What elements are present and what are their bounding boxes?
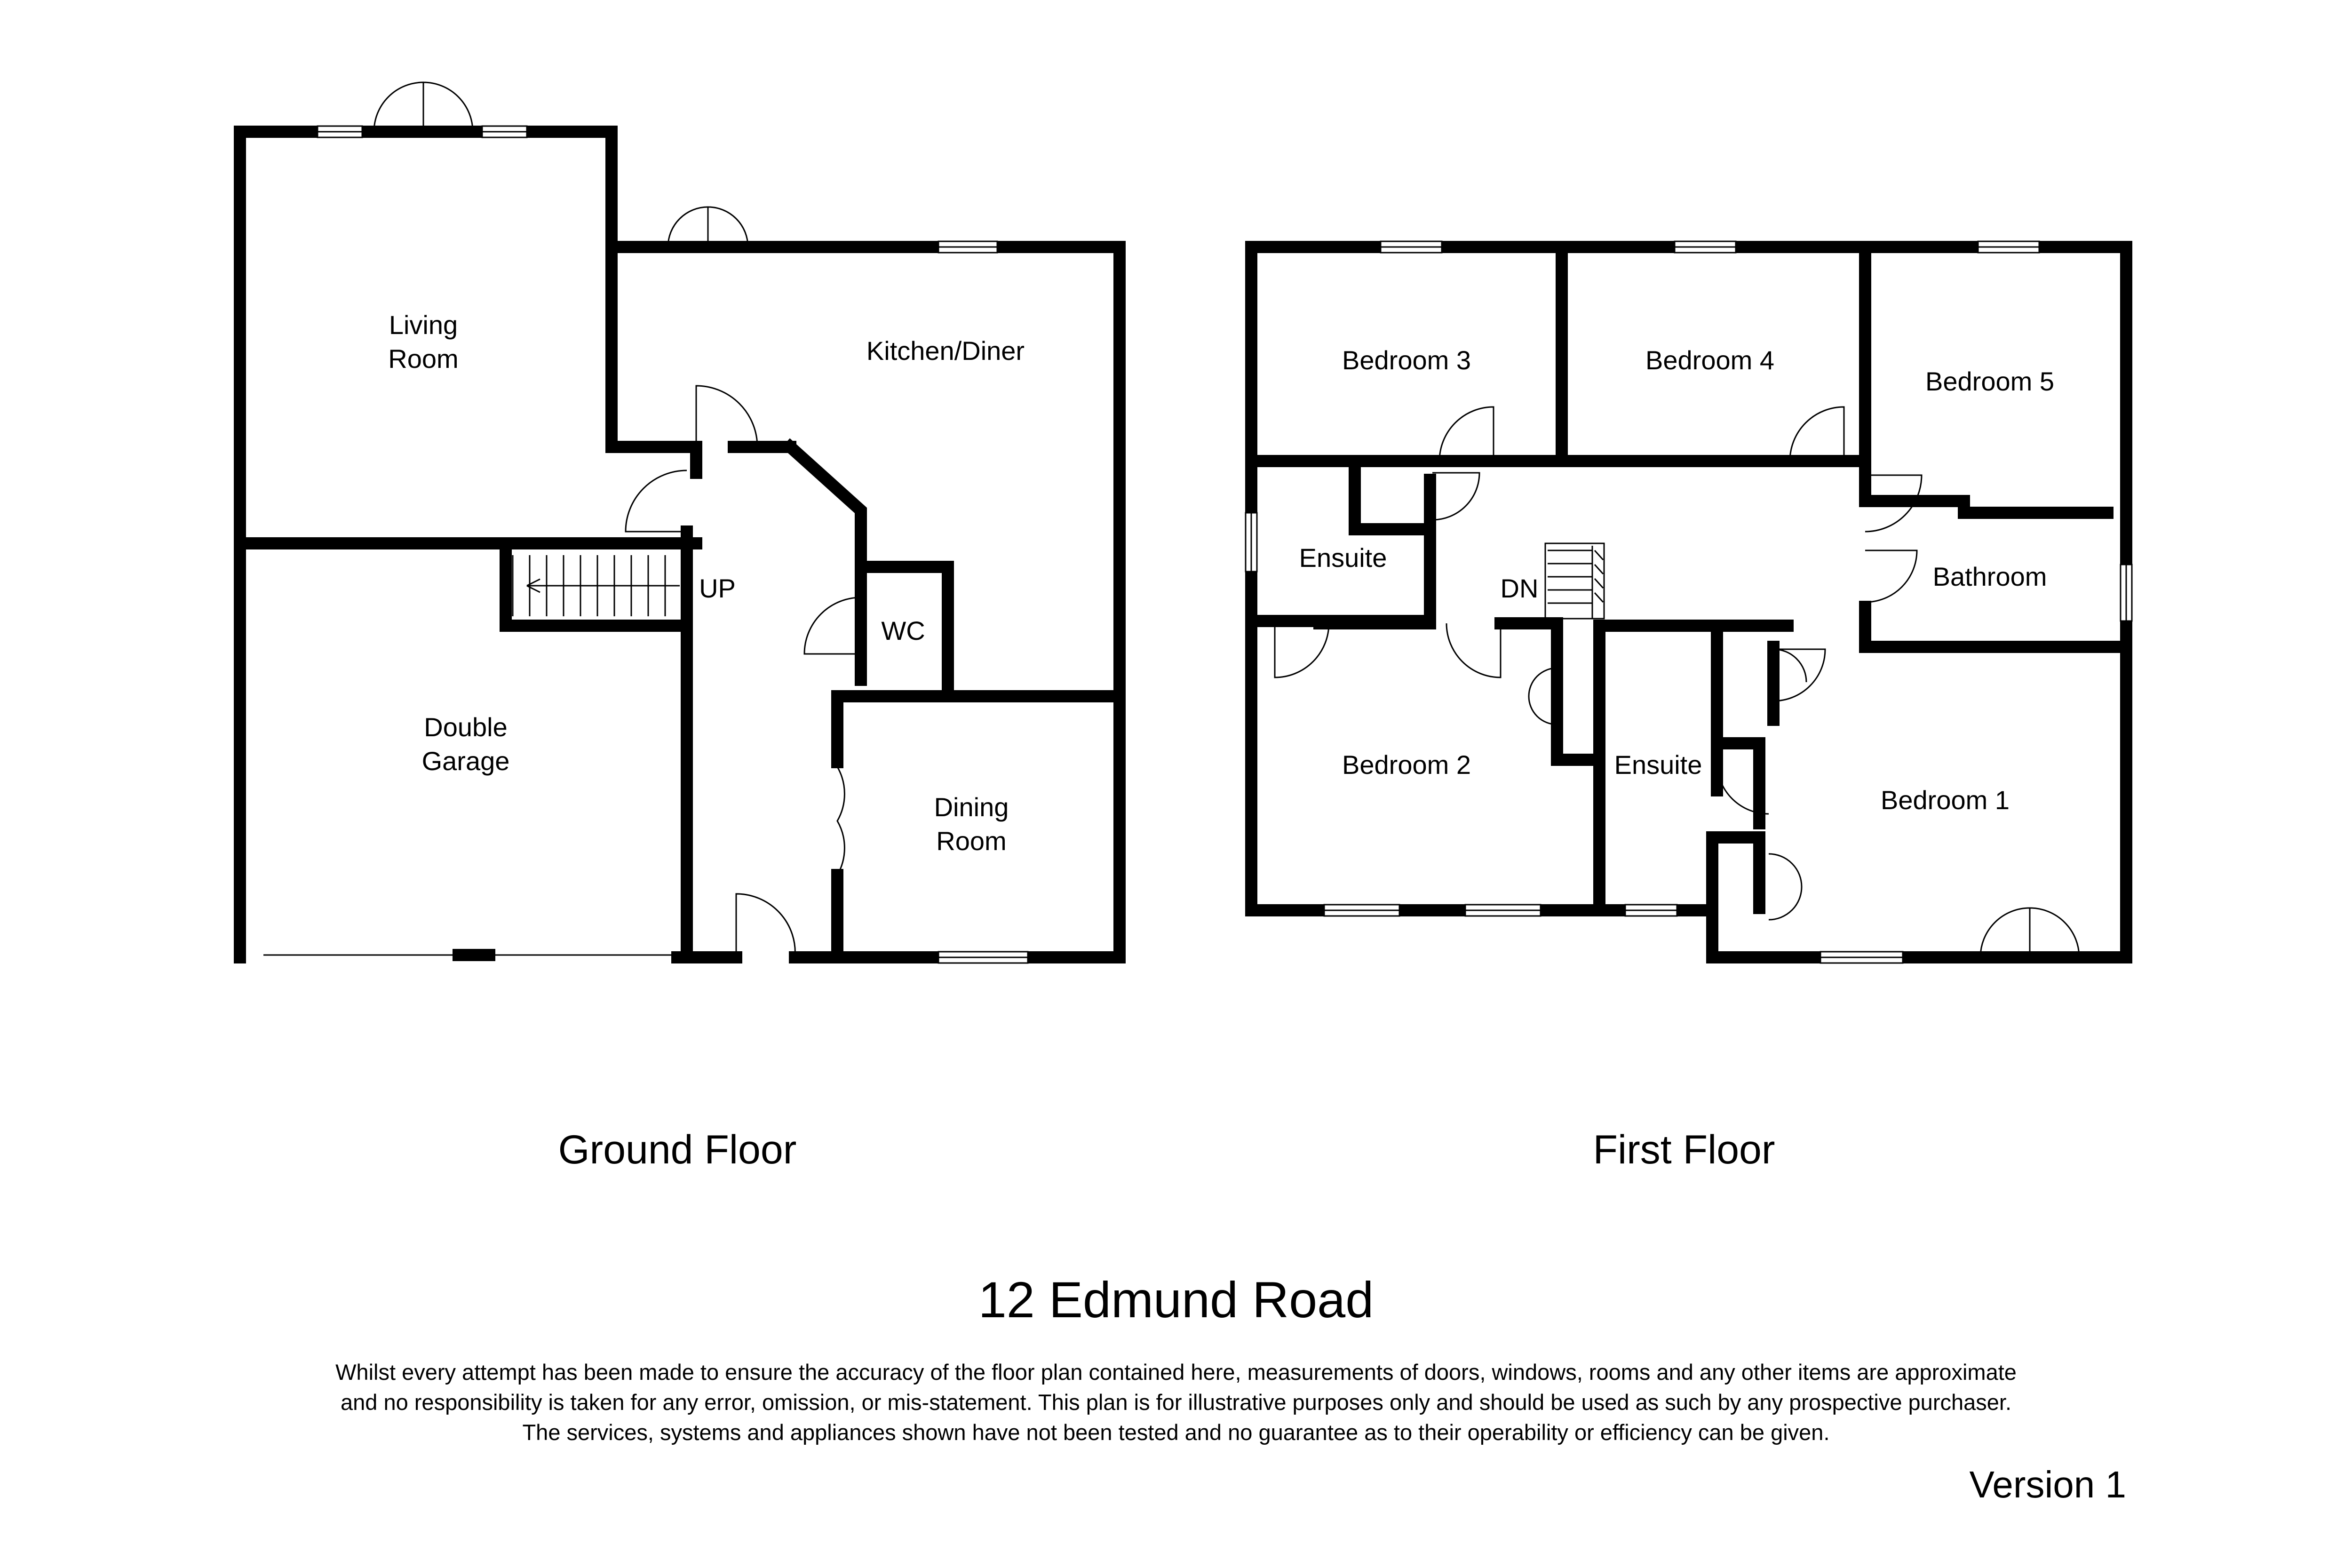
walls: [234, 126, 2132, 963]
version-label: Version 1: [1969, 1464, 2126, 1505]
ensuite-cupboard: [1349, 460, 1436, 535]
kitchen-french-doors: [667, 206, 749, 247]
first-stairs-label: DN: [1501, 573, 1539, 603]
bedroom2-door: [1446, 623, 1502, 678]
kitchen-door: [695, 385, 758, 447]
disclaimer-line-2: and no responsibility is taken for any e…: [340, 1390, 2012, 1415]
ensuite-left-label: Ensuite: [1299, 543, 1387, 573]
bedroom1-wardrobe-doors: [1768, 853, 1803, 921]
wc-walls: [831, 561, 954, 768]
bedroom1-door: [1773, 648, 1826, 702]
bedroom-2-label: Bedroom 2: [1342, 750, 1471, 780]
ensuite-right-label: Ensuite: [1614, 750, 1702, 780]
kitchen-diner-label: Kitchen/Diner: [866, 336, 1025, 366]
ensuite-cupboard-door: [1432, 472, 1480, 521]
bedroom3-door: [1438, 406, 1494, 462]
bedroom-3-label: Bedroom 3: [1342, 345, 1471, 375]
bedroom-5-label: Bedroom 5: [1925, 366, 2054, 396]
ensuite-right-door: [1716, 762, 1769, 815]
wc-door: [803, 597, 861, 655]
bathroom-label: Bathroom: [1933, 562, 2047, 591]
first-stair-box: [1544, 542, 1605, 620]
ensuite-bedroom1-step: [1706, 831, 1765, 916]
ensuite-right-east-wall: [1711, 620, 1765, 749]
bedroom1-cupboard-door: [1773, 648, 1807, 683]
bedroom5-south-wall: [1859, 495, 2114, 519]
living-french-doors: [373, 81, 474, 132]
bathroom-south-wall: [1859, 601, 2132, 653]
dining-double-door: [836, 766, 845, 876]
property-address: 12 Edmund Road: [978, 1271, 1374, 1328]
front-door: [735, 893, 796, 958]
disclaimer-line-1: Whilst every attempt has been made to en…: [335, 1360, 2017, 1385]
bedroom2-wardrobe-doors: [1528, 667, 1557, 725]
bedroom5-door: [1865, 474, 1923, 533]
stair-enclosure: [500, 544, 693, 632]
ground-stairs-label: UP: [699, 573, 736, 603]
bedroom4-door: [1789, 406, 1845, 462]
fixtures: [263, 81, 2080, 958]
landing-south-wall: [1494, 617, 1794, 766]
bedroom-1-label: Bedroom 1: [1881, 785, 2010, 815]
living-door: [625, 470, 687, 533]
disclaimer-line-3: The services, systems and appliances sho…: [522, 1420, 1830, 1445]
kitchen-angled-wall: [781, 438, 867, 686]
disclaimer: Whilst every attempt has been made to en…: [141, 1357, 2211, 1448]
wc-label: WC: [881, 616, 925, 645]
bedroom-4-label: Bedroom 4: [1645, 345, 1774, 375]
bathroom-door: [1865, 549, 1918, 603]
ensuite-left-door: [1274, 623, 1330, 678]
living-kitchen-partition: [605, 241, 702, 479]
first-stair-hatch: [1594, 549, 1604, 603]
bedroom1-french-doors: [1979, 907, 2080, 958]
windows: [317, 125, 2133, 964]
first-floor-label: First Floor: [1593, 1127, 1775, 1172]
ground-floor-label: Ground Floor: [558, 1127, 797, 1172]
stair-arrow-head: [526, 578, 540, 593]
